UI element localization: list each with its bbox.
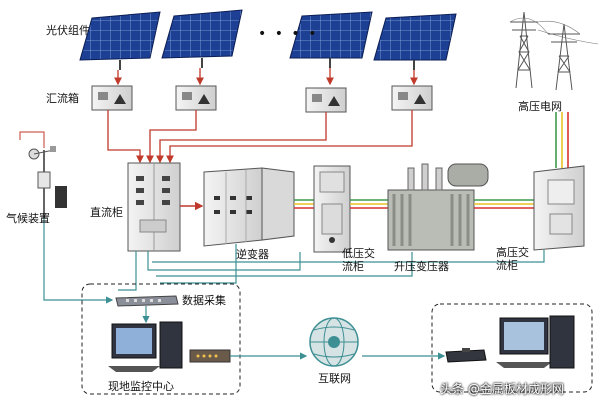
power-lines [509, 17, 599, 45]
solar-panel-2 [161, 9, 243, 68]
combiner-box-4 [391, 85, 433, 111]
label-grid: 高压电网 [518, 100, 562, 113]
label-pv-modules: 光伏组件 [46, 24, 90, 37]
combiner-box-1 [91, 85, 133, 111]
label-inverter: 逆变器 [236, 248, 269, 261]
inverter-to-lv-lines [294, 199, 314, 209]
grid-connection-lines [555, 112, 569, 168]
label-data-acquisition: 数据采集 [182, 294, 226, 307]
label-hv-ac-cabinet: 高压交流柜 [496, 246, 529, 272]
label-weather-station: 气候装置 [6, 212, 50, 225]
label-ellipsis: • • • • [258, 26, 319, 42]
data-acquisition-switch [115, 295, 179, 307]
remote-computer [496, 315, 575, 369]
solar-panel-4 [373, 13, 457, 70]
combiner-box-3 [305, 87, 347, 113]
label-dc-cabinet: 直流柜 [90, 206, 123, 219]
combiner-box-2 [175, 85, 217, 111]
hv-ac-cabinet [533, 165, 585, 251]
label-lv-ac-cabinet: 低压交流柜 [342, 247, 375, 273]
local-router [189, 349, 231, 363]
watermark: 头条 @金属板材成形网 [440, 382, 564, 396]
panel-to-combiner-links [114, 68, 418, 86]
dc-cabinet [127, 162, 181, 252]
label-internet: 互联网 [318, 372, 351, 385]
step-up-transformer [387, 163, 489, 251]
remote-router [445, 348, 487, 363]
transmission-tower-2 [548, 23, 580, 91]
internet-globe [309, 317, 359, 367]
local-computer [108, 321, 183, 372]
combiner-to-dc-links [107, 110, 413, 164]
transformer-to-hv-lines [474, 199, 534, 209]
lv-ac-cabinet [313, 165, 351, 253]
label-step-up-transformer: 升压变压器 [394, 260, 449, 273]
label-local-monitoring: 现地监控中心 [108, 380, 174, 393]
lv-to-transformer-lines [350, 199, 390, 209]
data-lines [43, 218, 545, 304]
solar-panel-3 [289, 11, 373, 68]
remote-monitoring-box [431, 303, 593, 393]
transmission-tower-1 [510, 11, 538, 89]
weather-station [28, 146, 67, 218]
label-combiner-box: 汇流箱 [46, 92, 79, 105]
solar-panel-1 [79, 11, 161, 70]
weather-link-top [19, 131, 45, 148]
inverter [203, 167, 295, 247]
local-monitoring-box [81, 283, 241, 395]
